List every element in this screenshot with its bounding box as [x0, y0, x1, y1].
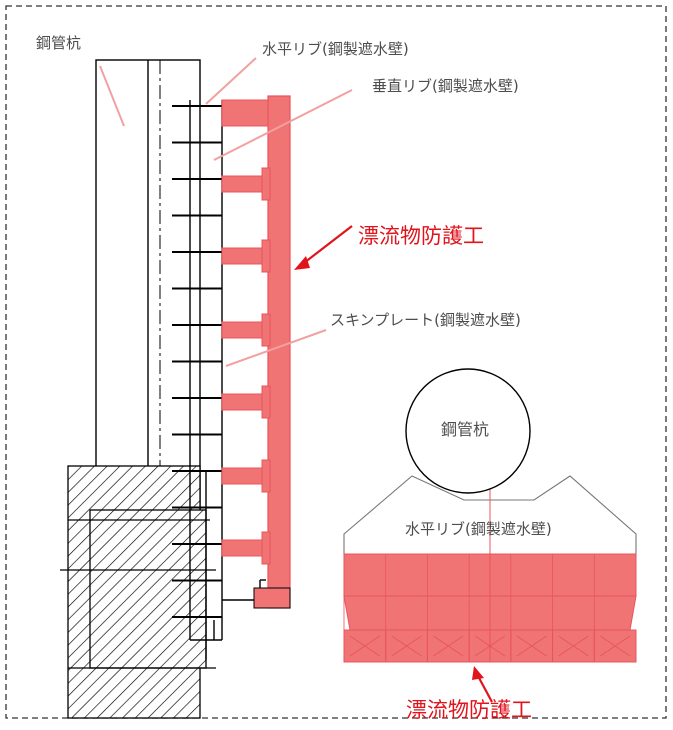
- protection-main-post: [267, 95, 291, 609]
- cell-cross-b: [433, 635, 464, 657]
- protection-beam: [221, 467, 269, 485]
- protection-beam: [221, 321, 269, 339]
- horizontal-ribs: [172, 105, 222, 618]
- protection-beam-joint: [261, 459, 271, 493]
- label-steel-pipe-pile-plan: 鋼管杭: [441, 420, 490, 439]
- cell-cross-b: [558, 635, 589, 657]
- label-horizontal-rib: 水平リブ(鋼製遮水壁): [262, 40, 409, 58]
- label-steel-pipe-pile-side: 鋼管杭: [36, 34, 82, 52]
- protection-beam-joint: [261, 239, 271, 273]
- protection-beam: [221, 539, 269, 557]
- hatched-foundation: [60, 465, 216, 719]
- label-drift-protection-side: 漂流物防護工: [358, 224, 484, 248]
- label-drift-protection-plan: 漂流物防護工: [406, 698, 532, 722]
- protection-beam: [221, 247, 269, 265]
- plan-grid-cells: [343, 554, 637, 663]
- protection-beam: [221, 175, 269, 193]
- protection-beam-joint: [261, 313, 271, 347]
- protection-grid-cell: [593, 629, 637, 663]
- dashed-frame: [5, 5, 667, 719]
- side-view: [60, 57, 353, 719]
- protection-beam-joint: [261, 531, 271, 565]
- protection-base: [253, 587, 291, 609]
- red-arrow-plan: [472, 666, 493, 703]
- label-horizontal-rib-plan: 水平リブ(鋼製遮水壁): [405, 520, 552, 538]
- label-skin-plate: スキンプレート(鋼製遮水壁): [330, 311, 521, 329]
- protection-top-block: [221, 99, 269, 127]
- label-vertical-rib: 垂直リブ(鋼製遮水壁): [372, 77, 519, 95]
- drift-protection-side: [221, 95, 291, 609]
- steel-pipe-pile-circle: [405, 368, 531, 494]
- cell-cross-b: [391, 635, 422, 657]
- cell-cross-b: [516, 635, 547, 657]
- cell-cross-b: [349, 635, 380, 657]
- protection-beam-joint: [261, 167, 271, 201]
- red-arrow-side: [294, 225, 353, 270]
- cell-cross-b: [600, 635, 631, 657]
- protection-beams: [221, 167, 271, 565]
- plan-view: [343, 368, 637, 703]
- side-leaders: [99, 57, 353, 367]
- protection-beam-joint: [261, 385, 271, 419]
- protection-beam: [221, 393, 269, 411]
